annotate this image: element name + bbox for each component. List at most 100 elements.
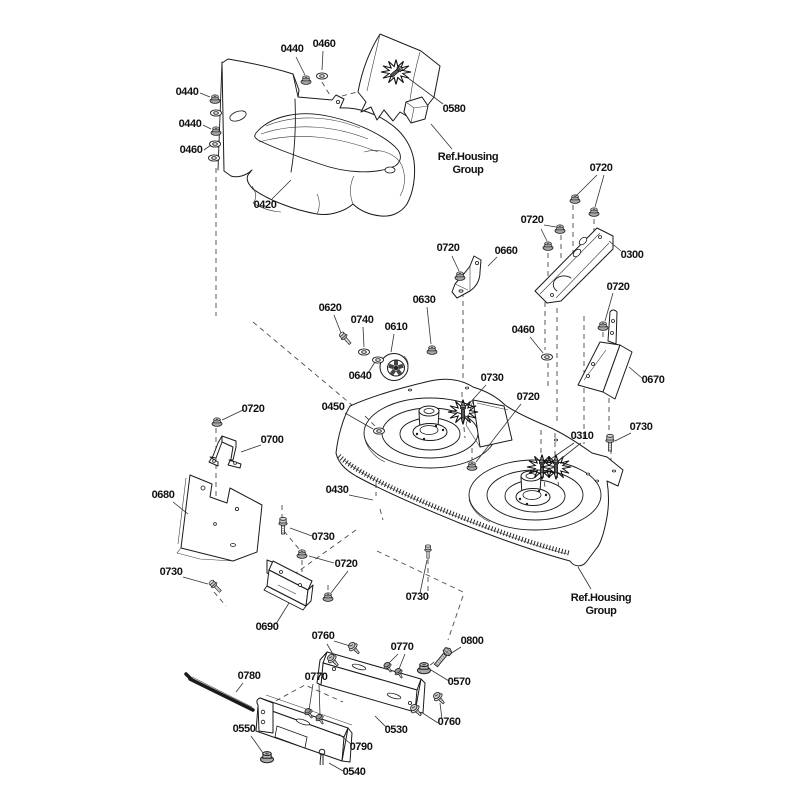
- ref-annotation-line: Group: [586, 605, 618, 617]
- leader-line: [362, 326, 365, 348]
- lift-rod-0780: [184, 672, 255, 712]
- washer-icon: [358, 348, 370, 356]
- bracket-0700: [208, 435, 242, 469]
- plate-0680: [176, 474, 263, 562]
- channel-0530: [316, 651, 426, 714]
- leader-line: [338, 733, 353, 746]
- leader-line: [367, 361, 376, 374]
- washer-icon: [209, 140, 221, 148]
- hex-bolt-long-icon: [432, 645, 454, 669]
- stud-bolt-icon: [460, 404, 466, 419]
- washer-icon: [373, 427, 385, 435]
- leader-line: [250, 735, 264, 754]
- leader-line: [308, 555, 335, 564]
- leader-line: [390, 333, 395, 353]
- leader-line: [388, 653, 399, 664]
- leader-line: [543, 224, 557, 228]
- channel-0790: [255, 694, 353, 763]
- leader-line: [295, 56, 306, 76]
- part-label-0630: 0630: [413, 294, 436, 306]
- bracket-0660: [451, 255, 482, 299]
- part-label-0790: 0790: [350, 741, 373, 753]
- leader-line: [240, 444, 262, 453]
- bracket-0300: [534, 227, 614, 304]
- discharge-cover-0420: [214, 58, 416, 217]
- leader-line: [333, 640, 351, 647]
- washer-icon: [541, 353, 553, 361]
- leader-line: [529, 336, 544, 354]
- washer-icon: [210, 109, 222, 117]
- ref-annotation-line: Ref.Housing: [438, 151, 498, 163]
- part-label-0700: 0700: [261, 434, 284, 446]
- part-label-0580: 0580: [443, 103, 466, 115]
- leader-line: [348, 494, 374, 501]
- part-label-0720: 0720: [242, 403, 265, 415]
- leader-line: [235, 682, 244, 693]
- part-label-0440: 0440: [179, 118, 202, 130]
- leader-line: [333, 314, 342, 334]
- hex-bolt-icon: [337, 330, 354, 347]
- leader-line: [182, 576, 209, 585]
- part-label-0730: 0730: [406, 591, 429, 603]
- part-label-0720: 0720: [437, 242, 460, 254]
- leader-line: [203, 144, 212, 151]
- washer-icon: [316, 72, 328, 80]
- leader-line: [330, 570, 349, 594]
- flange-nut-lg-icon: [418, 663, 431, 674]
- discharge-chute-0580: [357, 33, 441, 124]
- hex-bolt-icon: [207, 578, 224, 595]
- flange-nut-icon: [211, 417, 223, 427]
- leader-line: [308, 683, 314, 711]
- flange-nut-icon: [597, 321, 609, 331]
- flange-nut-icon: [588, 207, 600, 217]
- stud-bolt-icon: [553, 459, 559, 474]
- washer-icon: [372, 356, 384, 364]
- leader-line: [628, 366, 644, 380]
- spindle-hub-left: [412, 405, 448, 441]
- leader-line: [487, 256, 498, 267]
- part-label-0770: 0770: [391, 641, 414, 653]
- part-label-0780: 0780: [238, 670, 261, 682]
- leader-line: [544, 442, 575, 464]
- washer-icon: [208, 154, 220, 162]
- leader-line: [199, 92, 211, 98]
- leader-line: [398, 653, 406, 670]
- leader-line: [430, 669, 450, 682]
- leader-line: [221, 409, 244, 421]
- leader-line: [577, 566, 592, 590]
- part-label-0660: 0660: [495, 245, 518, 257]
- part-label-0730: 0730: [481, 372, 504, 384]
- flange-nut-icon: [322, 592, 334, 602]
- flange-nut-icon: [454, 271, 466, 281]
- ref-annotation-line: Ref.Housing: [571, 592, 631, 604]
- leader-line: [466, 384, 487, 407]
- part-label-0740: 0740: [351, 314, 374, 326]
- leader-line: [439, 702, 443, 720]
- leader-line: [575, 174, 598, 197]
- part-label-0730: 0730: [160, 566, 183, 578]
- part-label-0730: 0730: [630, 421, 653, 433]
- part-label-0690: 0690: [256, 621, 279, 633]
- leader-line: [475, 403, 522, 463]
- part-label-0800: 0800: [461, 635, 484, 647]
- part-label-0720: 0720: [517, 391, 540, 403]
- leader-line: [608, 240, 622, 252]
- flange-nut-icon: [296, 549, 308, 559]
- leader-line: [594, 174, 605, 208]
- leader-line: [172, 501, 189, 515]
- gauge-wheel-0610: [379, 353, 409, 381]
- screw-washer-icon: [430, 689, 448, 707]
- part-label-0460: 0460: [180, 144, 203, 156]
- part-label-0620: 0620: [319, 302, 342, 314]
- callout-leader-lines: [172, 50, 644, 772]
- screw-washer-icon: [345, 639, 363, 657]
- bracket-0670: [577, 309, 633, 400]
- leader-line: [614, 432, 632, 442]
- leader-line: [275, 602, 290, 625]
- leader-line: [430, 123, 453, 150]
- flange-nut-icon: [569, 194, 581, 204]
- part-label-0720: 0720: [335, 558, 358, 570]
- part-label-0430: 0430: [326, 484, 349, 496]
